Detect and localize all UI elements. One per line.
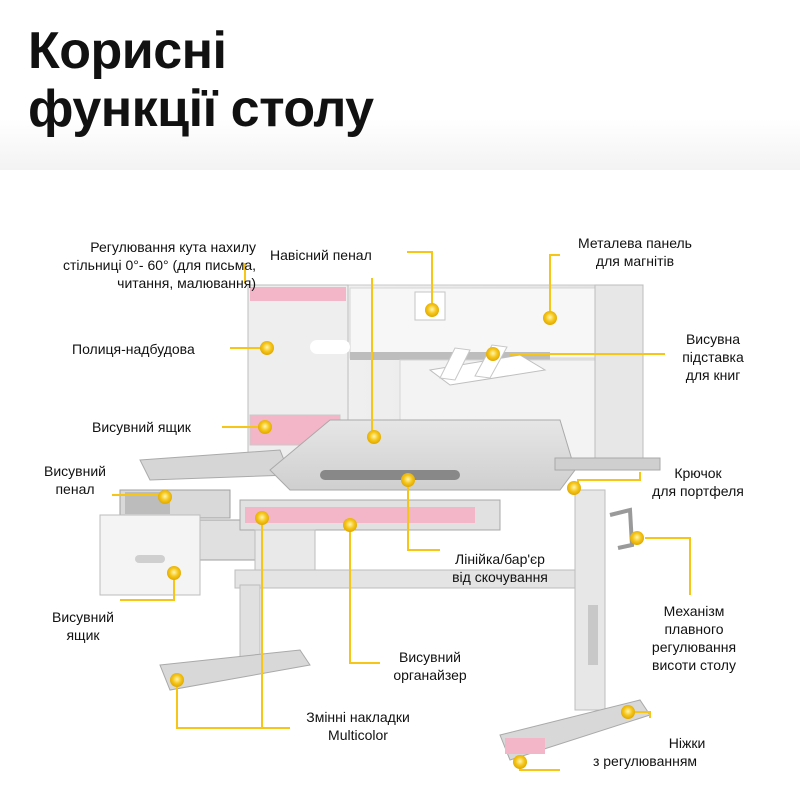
label-drawer-bottom: Висувний ящик [52, 609, 114, 643]
marker-dots [158, 303, 644, 769]
marker-dot-icon [401, 473, 415, 487]
marker-dot-icon [167, 566, 181, 580]
header-band [0, 0, 800, 170]
label-pencil-case: Висувний пенал [44, 463, 106, 497]
tabletop [139, 419, 661, 491]
label-hanging-case: Навісний пенал [270, 247, 372, 263]
marker-dot-icon [486, 347, 500, 361]
marker-dot-icon [260, 341, 274, 355]
marker-dot-icon [567, 481, 581, 495]
marker-dot-icon [621, 705, 635, 719]
label-organizer: Висувний органайзер [393, 649, 467, 683]
label-book-stand: Висувна підставка для книг [682, 331, 744, 383]
desk-frame [159, 489, 651, 761]
page-title: Корисні функції столу [28, 22, 374, 138]
marker-dot-icon [170, 673, 184, 687]
marker-dot-icon [258, 420, 272, 434]
label-drawer-top: Висувний ящик [92, 419, 191, 435]
marker-dot-icon [255, 511, 269, 525]
title-line-1: Корисні [28, 22, 227, 80]
leader-lines [112, 251, 691, 771]
label-covers: Змінні накладки Multicolor [306, 709, 410, 743]
marker-dot-icon [367, 430, 381, 444]
label-mechanism: Механізм плавного регулювання висоти сто… [651, 603, 737, 673]
organizer-drawer [239, 499, 501, 531]
label-hook: Крючок для портфеля [652, 465, 744, 499]
label-shelf: Полиця-надбудова [72, 341, 195, 357]
title-line-2: функції столу [28, 80, 374, 138]
label-ruler: Лінійка/бар'єр від скочування [452, 551, 548, 585]
marker-dot-icon [543, 311, 557, 325]
marker-dot-icon [630, 531, 644, 545]
label-legs: Ніжки з регулюванням [592, 735, 706, 769]
marker-dot-icon [425, 303, 439, 317]
bottom-drawer [99, 514, 201, 596]
label-tilt: Регулювання кута нахилу стільниці 0°- 60… [62, 239, 256, 291]
marker-dot-icon [343, 518, 357, 532]
marker-dot-icon [158, 490, 172, 504]
label-metal-panel: Металева панель для магнітів [578, 235, 692, 269]
marker-dot-icon [513, 755, 527, 769]
